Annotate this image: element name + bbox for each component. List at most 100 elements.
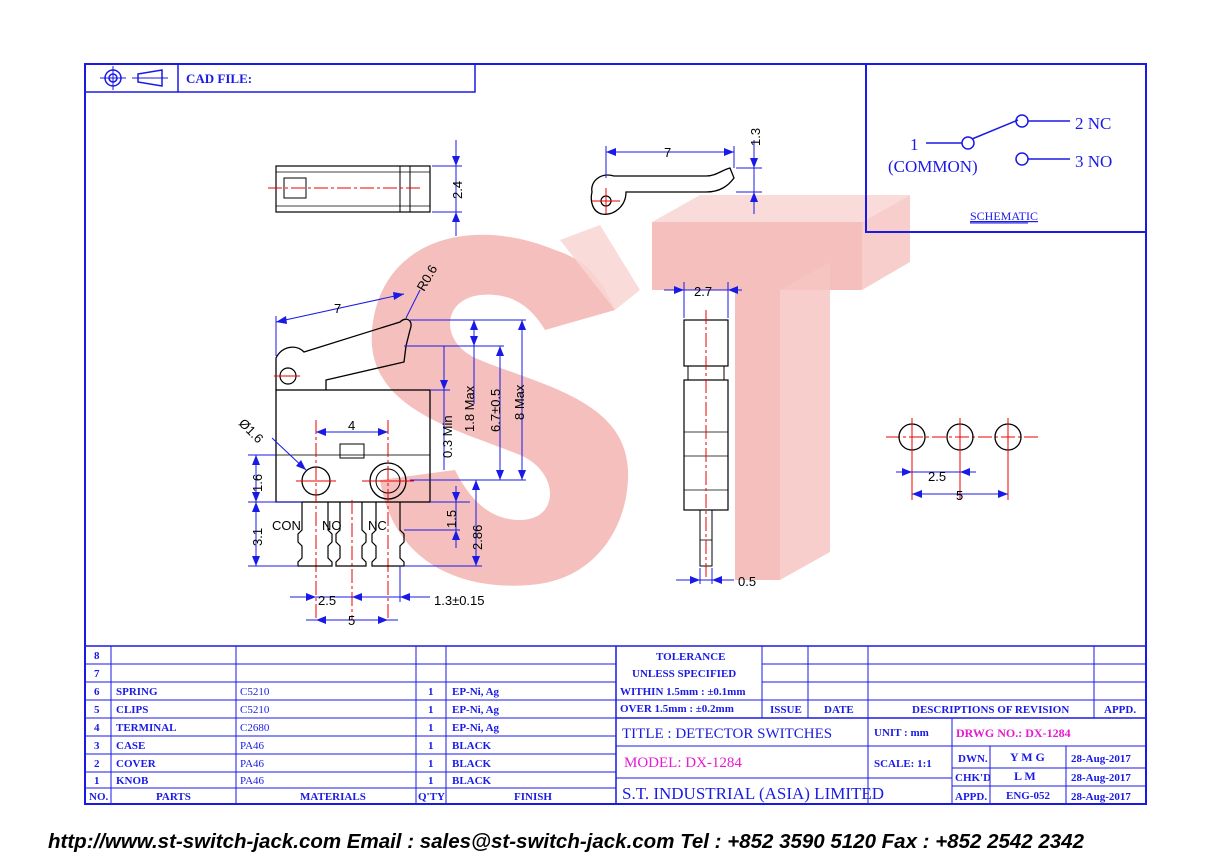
bom-row-no: 7 (94, 668, 100, 680)
dim-front-67: 6.7±0.5 (488, 389, 503, 432)
bom-row-no: 6 (94, 686, 100, 698)
bom-row-part: KNOB (116, 775, 149, 787)
bom-header-material: MATERIALS (300, 791, 366, 803)
chk-label: CHK'D (955, 772, 991, 784)
dwn-label: DWN. (958, 753, 988, 765)
bom-row-material: PA46 (240, 775, 265, 787)
bom-row-finish: BLACK (452, 758, 492, 770)
bom-row-material: C5210 (240, 704, 270, 716)
revision-appd: APPD. (1104, 704, 1136, 716)
dim-front-hole: Ø1.6 (236, 416, 267, 447)
bom-row-finish: BLACK (452, 740, 492, 752)
schematic-pin1-name: (COMMON) (888, 157, 978, 176)
revision-issue: ISSUE (770, 704, 802, 716)
bom-row-material: PA46 (240, 758, 265, 770)
tolerance-within: WITHIN 1.5mm : ±0.1mm (620, 686, 746, 698)
bom-row-material: PA46 (240, 740, 265, 752)
bom-row-material: C2680 (240, 722, 270, 734)
chk-name: L M (1014, 769, 1036, 783)
dim-front-max18: 1.8 Max (462, 385, 477, 432)
bom-row-part: CASE (116, 740, 145, 752)
bom-row-part: CLIPS (116, 704, 148, 716)
cad-file-label: CAD FILE: (186, 71, 252, 86)
dim-front-8max: 8 Max (512, 384, 527, 420)
revision-date: DATE (824, 704, 854, 716)
bom-header-finish: FINISH (514, 791, 552, 803)
dim-front-15: 1.5 (444, 510, 459, 528)
tolerance-over: OVER 1.5mm : ±0.2mm (620, 703, 734, 715)
dim-front-13: 1.3±0.15 (434, 593, 485, 608)
schematic-title: SCHEMATIC (970, 209, 1038, 223)
title-block-text: TITLE : DETECTOR SWITCHES UNIT : mm DRWG… (622, 726, 1131, 803)
cad-file-header: CAD FILE: (84, 63, 476, 93)
company-name: S.T. INDUSTRIAL (ASIA) LIMITED (622, 784, 884, 803)
bom-row-qty: 1 (428, 775, 434, 787)
bom-row-no: 8 (94, 650, 100, 662)
dim-top-height: 2.4 (450, 181, 465, 199)
dim-front-pitch: 4 (348, 418, 355, 433)
bom-header-part: PARTS (156, 791, 191, 803)
bom-row-qty: 1 (428, 686, 434, 698)
bom-row-finish: EP-Ni, Ag (452, 704, 500, 716)
dim-front-min: 0.3 Min (440, 415, 455, 458)
bom-row-part: SPRING (116, 686, 158, 698)
dim-front-lever: 7 (334, 301, 341, 316)
end-view: 2.7 0.5 (664, 282, 756, 589)
dwn-date: 28-Aug-2017 (1071, 753, 1131, 765)
front-view: CON NO NC 7 R0.6 Ø1.6 4 (236, 262, 527, 628)
dim-end-pin: 0.5 (738, 574, 756, 589)
dim-front-31: 3.1 (250, 528, 265, 546)
bom-row-no: 4 (94, 722, 100, 734)
bom-row-finish: BLACK (452, 775, 492, 787)
bom-row-finish: EP-Ni, Ag (452, 686, 500, 698)
bom-header-no: NO. (89, 791, 109, 803)
dim-front-25: 2.5 (318, 593, 336, 608)
unit-label: UNIT : mm (874, 727, 929, 739)
bom-row-finish: EP-Ni, Ag (452, 722, 500, 734)
drawing-number: DRWG NO.: DX-1284 (956, 726, 1071, 740)
dim-side-length: 7 (664, 145, 671, 160)
dim-front-5: 5 (348, 613, 355, 628)
appd-label: APPD. (955, 791, 987, 803)
bom-header-qty: Q'TY (418, 791, 445, 803)
dim-pcb-25: 2.5 (928, 469, 946, 484)
bom-row-no: 1 (94, 775, 100, 787)
dwn-name: Y M G (1010, 750, 1045, 764)
title-block (85, 645, 1146, 804)
bom-row-part: TERMINAL (116, 722, 177, 734)
bom-row-part: COVER (116, 758, 157, 770)
schematic-box: 1 (COMMON) 2 NC 3 NO SCHEMATIC (865, 64, 1146, 233)
dim-side-height: 1.3 (748, 128, 763, 146)
tolerance-block: TOLERANCE UNLESS SPECIFIED WITHIN 1.5mm … (620, 651, 1136, 716)
bom-row-qty: 1 (428, 758, 434, 770)
bom-row-no: 2 (94, 758, 100, 770)
bom-row-qty: 1 (428, 722, 434, 734)
scale-label: SCALE: 1:1 (874, 758, 932, 770)
bom-table: 8 7 6 SPRING C5210 1 EP-Ni, Ag 5 CLIPS C… (89, 650, 552, 803)
pcb-layout: 2.5 5 (886, 418, 1040, 503)
dim-front-16: 1.6 (250, 474, 265, 492)
chk-date: 28-Aug-2017 (1071, 772, 1131, 784)
projection-symbol-icon (100, 66, 168, 90)
dim-end-width: 2.7 (694, 284, 712, 299)
bom-row-no: 3 (94, 740, 100, 752)
side-lever-view: 7 1.3 (590, 128, 763, 215)
schematic-pin2: 2 NC (1075, 114, 1111, 133)
model-number: MODEL: DX-1284 (624, 755, 742, 771)
tolerance-line2: UNLESS SPECIFIED (632, 668, 736, 680)
drawing-title: TITLE : DETECTOR SWITCHES (622, 726, 832, 742)
terminal-label-nc: NC (368, 518, 387, 533)
tolerance-line1: TOLERANCE (656, 651, 725, 663)
schematic-pin3: 3 NO (1075, 152, 1112, 171)
schematic-pin1: 1 (910, 135, 919, 154)
bom-row-qty: 1 (428, 704, 434, 716)
terminal-label-no: NO (322, 518, 342, 533)
contact-footer: http://www.st-switch-jack.com Email : sa… (48, 830, 1084, 853)
dim-pcb-5: 5 (956, 488, 963, 503)
terminal-label-con: CON (272, 518, 301, 533)
appd-name: ENG-052 (1006, 790, 1051, 802)
dim-front-286: 2.86 (470, 525, 485, 550)
appd-date: 28-Aug-2017 (1071, 791, 1131, 803)
bom-row-material: C5210 (240, 686, 270, 698)
